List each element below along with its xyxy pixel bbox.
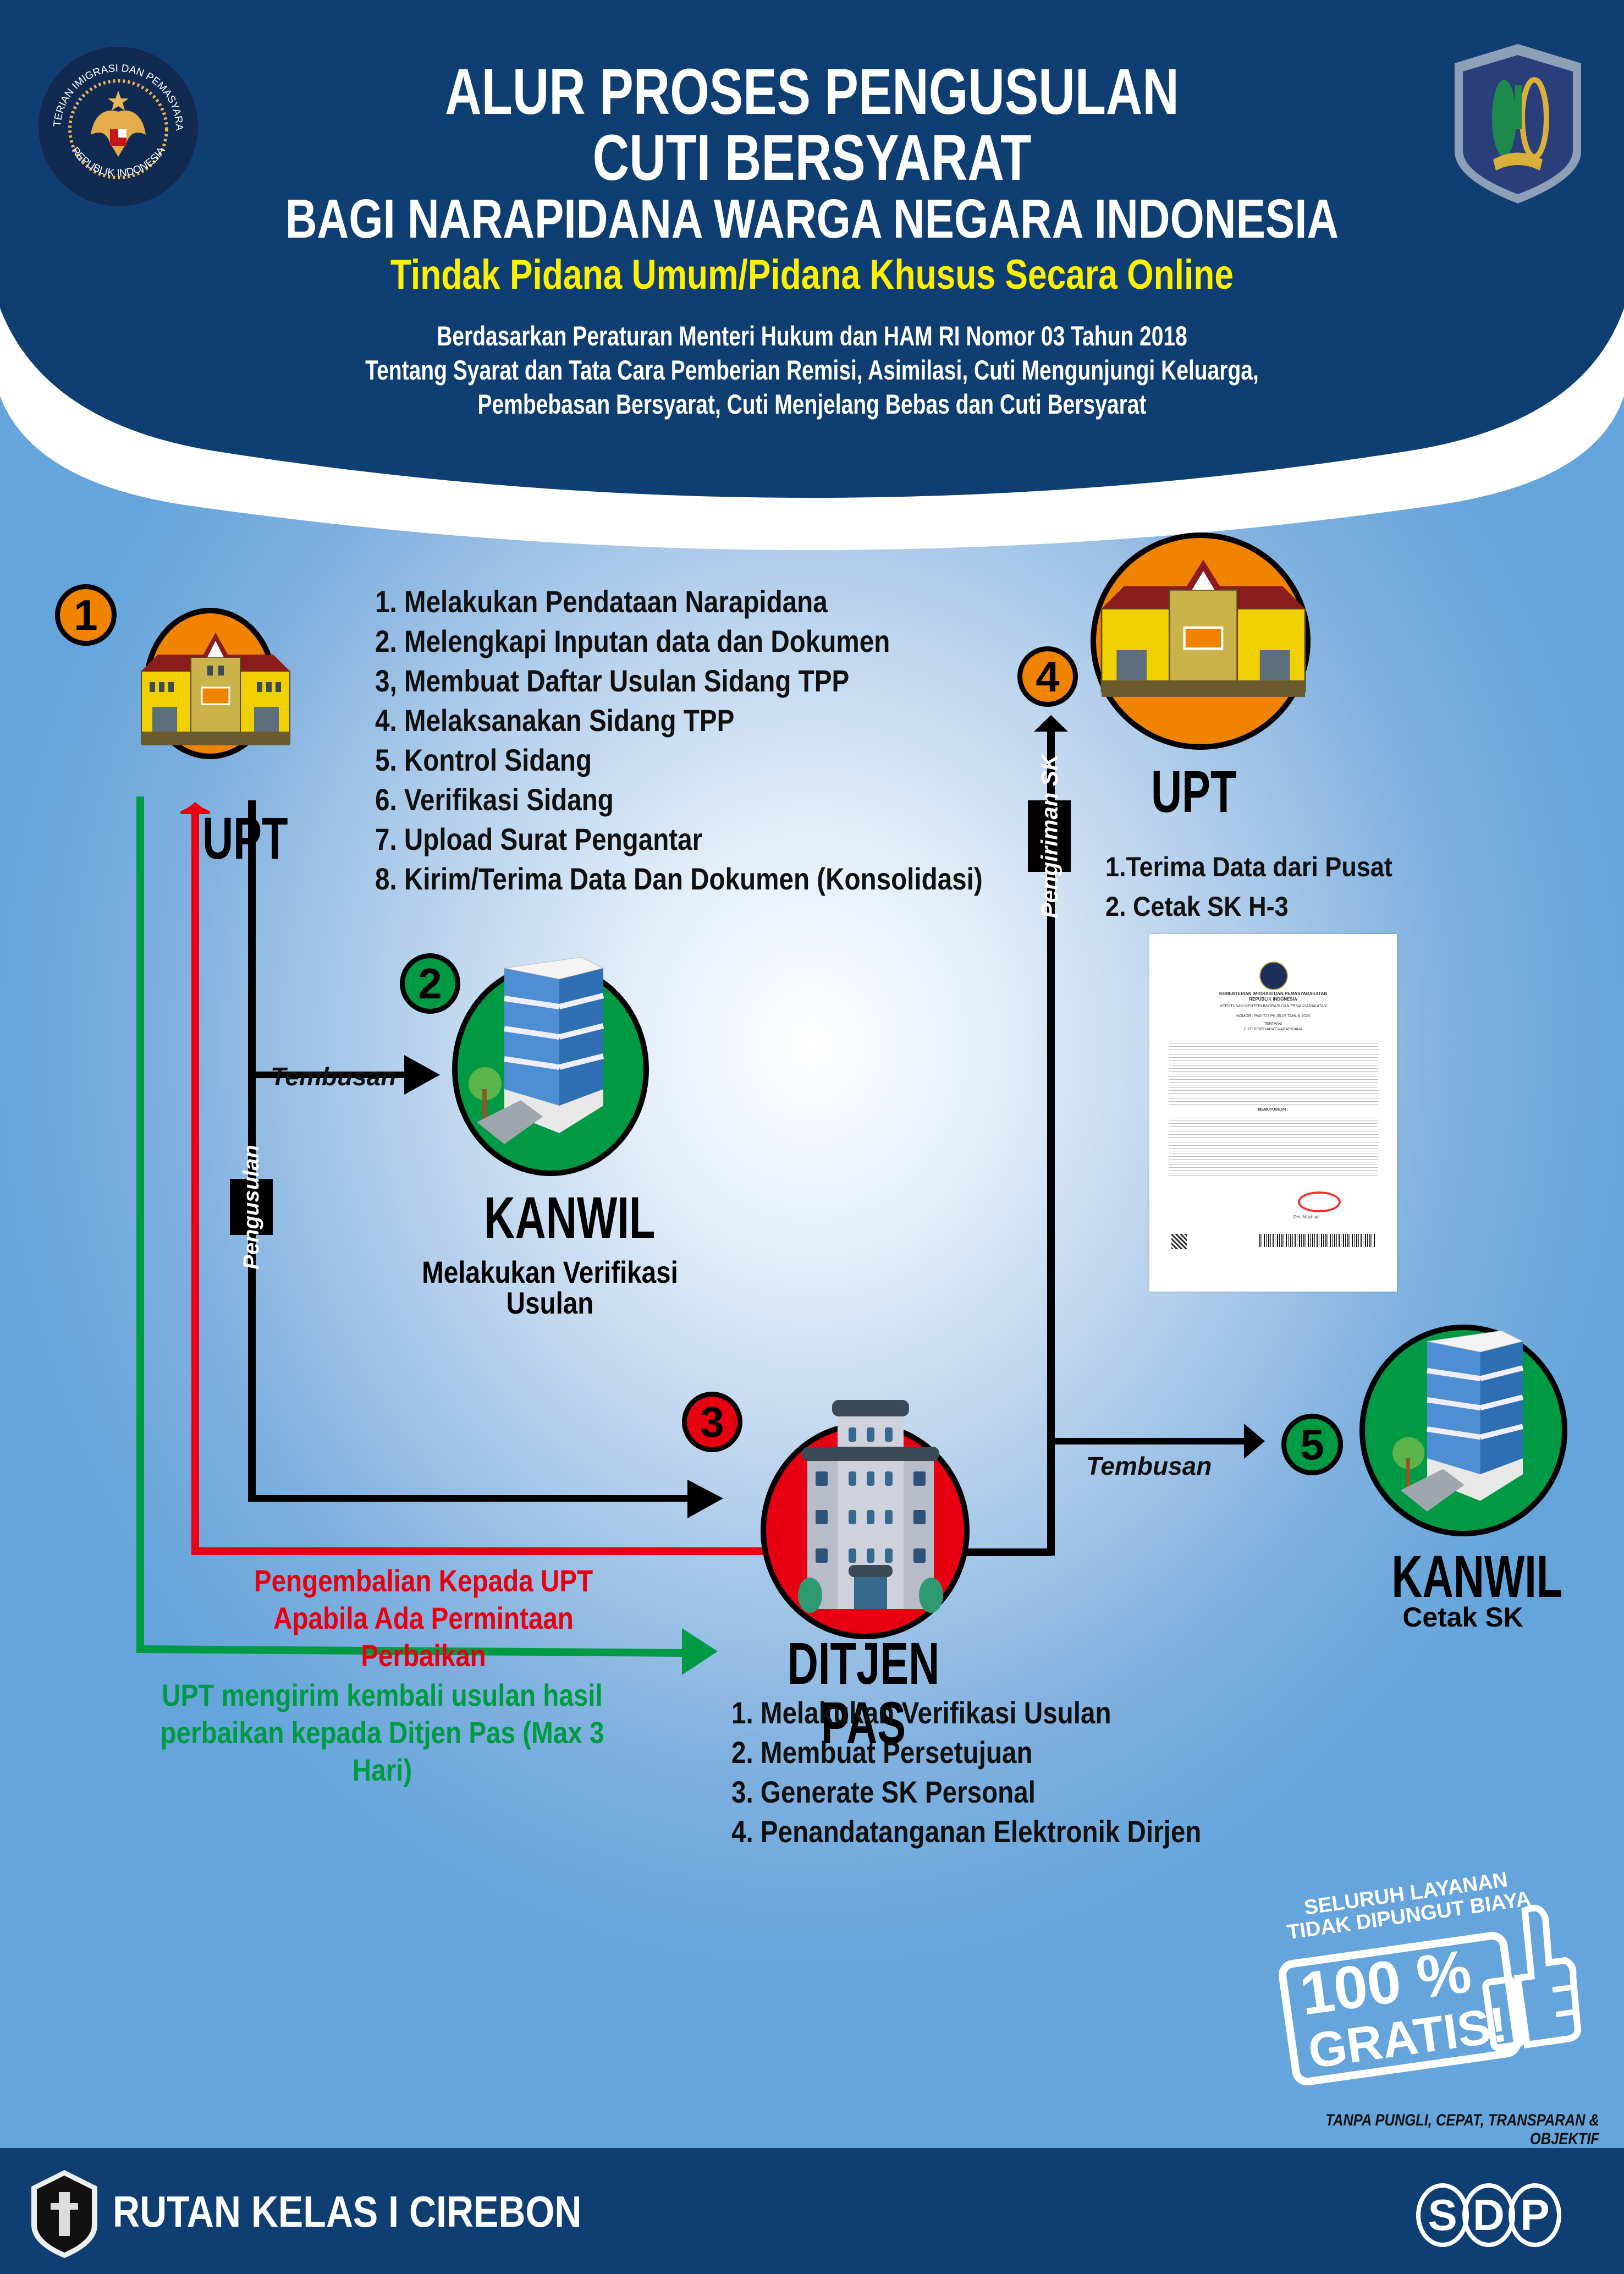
step-2-description: Melakukan Verifikasi Usulan bbox=[422, 1255, 678, 1320]
return-note-line-2: Apabila Ada Permintaan Perbaikan bbox=[273, 1601, 574, 1673]
step-3-badge: 3 bbox=[682, 1392, 742, 1452]
sk-document-thumbnail: KEMENTERIAN IMIGRASI DAN PEMASYARAKATAN … bbox=[1149, 934, 1397, 1292]
step-3-node bbox=[761, 1400, 970, 1639]
sdp-letter: P bbox=[1509, 2183, 1561, 2247]
sk-decision-text bbox=[1169, 1116, 1378, 1176]
rutan-shield-icon bbox=[31, 2170, 97, 2258]
pemasyarakatan-shield-icon bbox=[1452, 41, 1584, 206]
sk-heading-3: KEPUTUSAN MENTERI IMIGRASI DAN PEMASYARA… bbox=[1220, 1004, 1326, 1008]
return-note: Pengembalian Kepada UPT Apabila Ada Perm… bbox=[223, 1562, 625, 1674]
step-5-description: Cetak SK bbox=[1402, 1602, 1523, 1633]
sk-qr-code-icon bbox=[1171, 1234, 1187, 1249]
step-4-badge: 4 bbox=[1017, 646, 1078, 707]
sk-signature-seal-icon bbox=[1298, 1191, 1341, 1212]
step-4-task: 1.Terima Data dari Pusat bbox=[1105, 852, 1392, 882]
government-building-icon bbox=[798, 1400, 943, 1613]
step-1-task: 6. Verifikasi Sidang bbox=[375, 782, 614, 817]
step-3-task: 1. Melakukan Verifikasi Usulan bbox=[731, 1695, 1111, 1730]
sk-subject: CUTI BERSYARAT NARAPIDANA bbox=[1243, 1028, 1303, 1031]
gratis-stamp: SELURUH LAYANAN TIDAK DIPUNGUT BIAYA 100… bbox=[1246, 1859, 1602, 2112]
sk-emblem-icon bbox=[1259, 962, 1288, 990]
sdp-letter: S bbox=[1416, 2183, 1469, 2247]
step-4-task: 2. Cetak SK H-3 bbox=[1105, 891, 1289, 922]
thumbs-up-icon bbox=[1482, 1904, 1582, 2051]
title-line-2: CUTI BERSYARAT bbox=[592, 122, 1032, 194]
step-3-task: 4. Penandatanganan Elektronik Dirjen bbox=[731, 1814, 1202, 1849]
pengiriman-sk-label: Pengiriman SK bbox=[1028, 754, 1071, 918]
step-2-node bbox=[452, 957, 649, 1176]
step-2-badge: 2 bbox=[400, 953, 460, 1014]
sk-heading-2: REPUBLIK INDONESIA bbox=[1249, 997, 1297, 1002]
resubmit-note-line-1: UPT mengirim kembali usulan hasil bbox=[162, 1678, 603, 1712]
office-building-icon bbox=[1392, 1330, 1524, 1512]
step-1-task: 8. Kirim/Terima Data Dan Dokumen (Konsol… bbox=[375, 861, 983, 896]
return-note-line-1: Pengembalian Kepada UPT bbox=[254, 1563, 593, 1598]
tembusan-label-1: Tembusan bbox=[271, 1062, 397, 1091]
step-1-node bbox=[141, 608, 290, 759]
sk-heading-1: KEMENTERIAN IMIGRASI DAN PEMASYARAKATAN bbox=[1219, 991, 1328, 996]
gratis-tagline: TANPA PUNGLI, CEPAT, TRANSPARAN & OBJEKT… bbox=[1325, 2111, 1599, 2148]
step-1-badge: 1 bbox=[55, 584, 117, 646]
resubmit-arrow bbox=[136, 797, 718, 1675]
step-1-task: 3, Membuat Daftar Usulan Sidang TPP bbox=[375, 663, 850, 698]
sk-nomor: NOMOR : PAS-727.PK.05.09 TAHUN 2025 bbox=[1236, 1014, 1310, 1018]
prison-building-icon bbox=[141, 633, 290, 745]
step-3-title: DITJEN PAS bbox=[787, 1630, 940, 1756]
sdp-letter: D bbox=[1462, 2183, 1515, 2247]
step-3-task: 2. Membuat Persetujuan bbox=[731, 1735, 1033, 1770]
regulation-line-2: Tentang Syarat dan Tata Cara Pemberian R… bbox=[365, 355, 1259, 386]
step-3-task-list: 1. Melakukan Verifikasi Usulan 2. Membua… bbox=[731, 1693, 1201, 1852]
prison-building-icon bbox=[1100, 559, 1306, 697]
pengusulan-label: Pengusulan bbox=[230, 1145, 273, 1269]
regulation-line-1: Berdasarkan Peraturan Menteri Hukum dan … bbox=[437, 321, 1187, 351]
step-4-node bbox=[1091, 532, 1311, 750]
sk-barcode-icon bbox=[1259, 1234, 1375, 1247]
resubmit-note: UPT mengirim kembali usulan hasil perbai… bbox=[137, 1677, 628, 1789]
step-1-task: 1. Melakukan Pendataan Narapidana bbox=[375, 584, 828, 619]
step-1-task: 7. Upload Surat Pengantar bbox=[375, 822, 703, 856]
resubmit-note-line-2: perbaikan kepada Ditjen Pas (Max 3 Hari) bbox=[160, 1715, 604, 1787]
step-1-task: 5. Kontrol Sidang bbox=[375, 743, 592, 777]
sk-decision: MEMUTUSKAN : bbox=[1258, 1108, 1289, 1112]
step-5-title: KANWIL bbox=[1391, 1543, 1563, 1610]
title-line-3: BAGI NARAPIDANA WARGA NEGARA INDONESIA bbox=[285, 188, 1339, 250]
ministry-emblem-icon: KEMENTERIAN IMIGRASI DAN PEMASYARAKATAN … bbox=[34, 38, 198, 206]
step-1-task: 4. Melaksanakan Sidang TPP bbox=[375, 703, 735, 738]
submission-arrow bbox=[248, 800, 723, 1518]
title-line-1: ALUR PROSES PENGUSULAN bbox=[445, 56, 1179, 128]
step-1-title: UPT bbox=[202, 805, 288, 871]
step-4-title: UPT bbox=[1151, 758, 1237, 825]
regulation-line-3: Pembebasan Bersyarat, Cuti Menjelang Beb… bbox=[477, 389, 1147, 420]
step-1-task: 2. Melengkapi Inputan data dan Dokumen bbox=[375, 624, 890, 658]
step-5-node bbox=[1359, 1325, 1567, 1536]
footer-bar: RUTAN KELAS I CIREBON S D P bbox=[0, 2148, 1624, 2274]
step-5-badge: 5 bbox=[1281, 1414, 1343, 1475]
office-building-icon bbox=[469, 957, 604, 1144]
header-banner bbox=[0, 0, 1624, 550]
sk-signer: Drs. Mashudi bbox=[1293, 1215, 1320, 1220]
return-arrow bbox=[180, 802, 781, 1555]
sdp-logo: S D P bbox=[1416, 2183, 1603, 2249]
sk-body-text bbox=[1169, 1039, 1378, 1105]
step-2-title: KANWIL bbox=[484, 1184, 656, 1251]
tembusan-label-2: Tembusan bbox=[1086, 1452, 1212, 1480]
step-4-task-list: 1.Terima Data dari Pusat 2. Cetak SK H-3 bbox=[1105, 847, 1392, 926]
step-3-task: 3. Generate SK Personal bbox=[731, 1775, 1036, 1809]
sk-tentang: TENTANG bbox=[1264, 1022, 1282, 1026]
step-1-task-list: 1. Melakukan Pendataan Narapidana 2. Mel… bbox=[375, 582, 983, 899]
institution-name: RUTAN KELAS I CIREBON bbox=[113, 2187, 582, 2236]
subtitle: Tindak Pidana Umum/Pidana Khusus Secara … bbox=[390, 251, 1234, 298]
